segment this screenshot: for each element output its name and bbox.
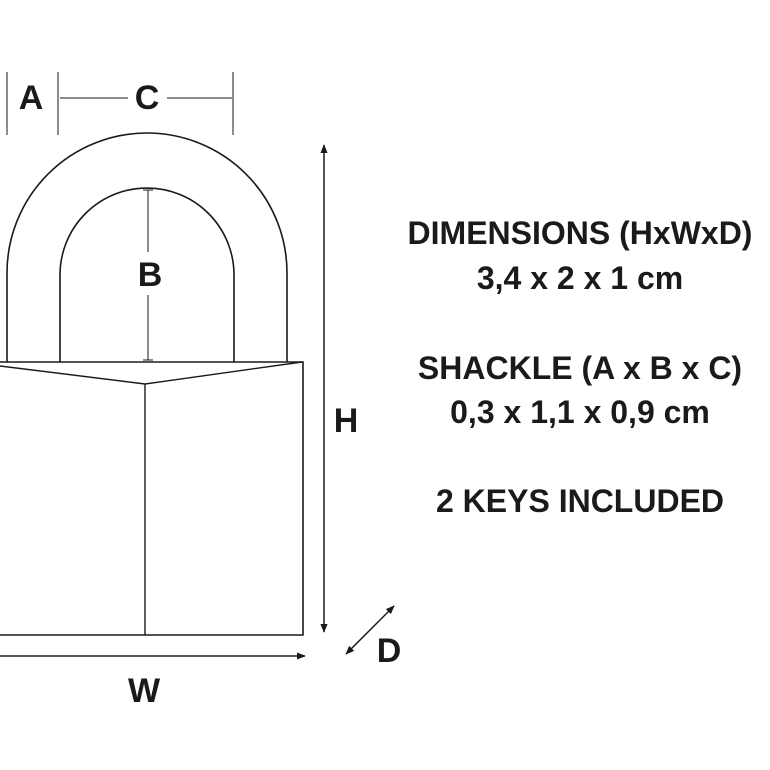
- shackle-title: SHACKLE (A x B x C): [417, 350, 743, 386]
- label-c: C: [135, 79, 160, 117]
- lock-body-outline: [0, 361, 304, 636]
- dimensions-value: 3,4 x 2 x 1 cm: [476, 260, 684, 296]
- label-b: B: [138, 256, 163, 294]
- shackle-value: 0,3 x 1,1 x 0,9 cm: [450, 394, 710, 430]
- dimensions-title: DIMENSIONS (HxWxD): [407, 215, 753, 251]
- label-d: D: [377, 632, 402, 670]
- shackle-inner-outline: [59, 187, 235, 362]
- label-a: A: [19, 79, 44, 117]
- label-w: W: [128, 672, 161, 710]
- keys-included: 2 KEYS INCLUDED: [435, 483, 725, 519]
- label-h: H: [334, 402, 359, 440]
- shackle-outline: [6, 132, 288, 362]
- dimension-d-arrow: [345, 605, 395, 655]
- lock-body-top-bevel: [0, 361, 303, 385]
